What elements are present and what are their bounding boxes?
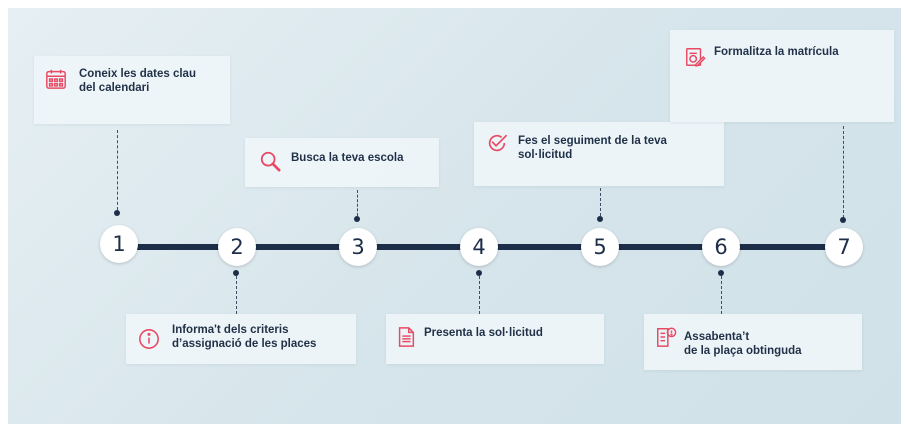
step-6-connector [721, 276, 722, 314]
step-3-card: Busca la teva escola [245, 138, 439, 187]
step-2-node: 2 [218, 228, 256, 266]
step-4-connector [479, 276, 480, 314]
step-5-node: 5 [581, 228, 619, 266]
form-pen-icon [684, 46, 706, 68]
step-3-connector [357, 190, 358, 216]
step-3-label: Busca la teva escola [291, 152, 404, 164]
step-6-dot [718, 270, 724, 276]
step-7-number: 7 [837, 235, 851, 259]
step-4-card: Presenta la sol·licitud [386, 314, 604, 364]
step-4-label: Presenta la sol·licitud [424, 327, 543, 339]
step-4-number: 4 [472, 235, 486, 259]
step-6-card: Assabenta’t de la plaça obtinguda [644, 314, 862, 370]
timeline-diagram: Coneix les dates clau del calendari Info… [8, 8, 901, 424]
step-6-number: 6 [714, 235, 728, 259]
step-1-number: 1 [112, 232, 126, 256]
step-3-node: 3 [339, 228, 377, 266]
step-2-label: Informa't dels criteris d’assignació de … [172, 324, 317, 350]
step-1-dot [114, 210, 120, 216]
step-4-dot [476, 270, 482, 276]
step-1-card: Coneix les dates clau del calendari [34, 56, 230, 124]
step-5-connector [600, 188, 601, 216]
step-1-connector [117, 130, 118, 210]
step-5-number: 5 [593, 235, 607, 259]
step-7-node: 7 [825, 228, 863, 266]
step-7-label: Formalitza la matrícula [714, 46, 839, 58]
step-5-dot [597, 216, 603, 222]
step-7-connector [843, 126, 844, 218]
check-badge-icon [486, 132, 508, 154]
step-2-dot [233, 270, 239, 276]
step-1-label: Coneix les dates clau del calendari [79, 68, 196, 94]
step-2-number: 2 [230, 235, 244, 259]
step-2-card: Informa't dels criteris d’assignació de … [126, 314, 356, 364]
step-6-label: Assabenta’t de la plaça obtinguda [684, 331, 802, 357]
step-6-node: 6 [702, 228, 740, 266]
step-3-number: 3 [351, 235, 365, 259]
step-7-dot [840, 217, 846, 223]
step-3-dot [354, 216, 360, 222]
calendar-icon [45, 68, 67, 90]
step-2-connector [236, 276, 237, 314]
search-icon [259, 150, 281, 172]
step-1-node: 1 [100, 225, 138, 263]
step-4-node: 4 [460, 228, 498, 266]
step-5-card: Fes el seguiment de la teva sol·licitud [474, 122, 724, 186]
document-alert-icon [655, 326, 677, 348]
step-7-card: Formalitza la matrícula [670, 30, 894, 122]
document-icon [395, 326, 417, 348]
step-5-label: Fes el seguiment de la teva sol·licitud [518, 135, 667, 161]
info-icon [138, 328, 160, 350]
